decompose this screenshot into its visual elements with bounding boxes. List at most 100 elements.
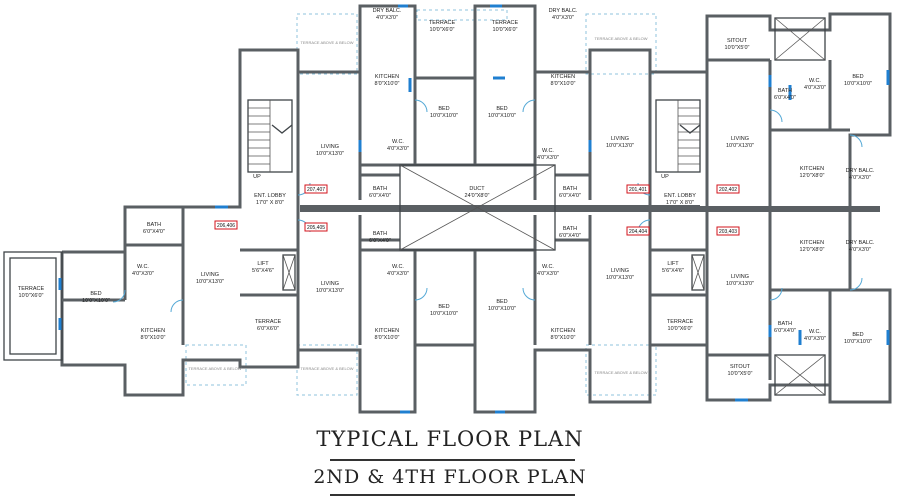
exterior-walls bbox=[3, 4, 892, 414]
room-label-kitchen-far-l: 8'0"X10'0" bbox=[141, 335, 166, 341]
room-label-ent-lobby-r: 17'0" X 8'0" bbox=[666, 200, 694, 206]
room-label-wc-br: W.C. bbox=[809, 329, 821, 335]
room-label-kitchen-b2: KITCHEN bbox=[551, 328, 575, 334]
room-label-dry-balc-tr: 4'0"X3'0" bbox=[552, 15, 574, 21]
room-label-sitout-tr: 10'0"X5'0" bbox=[725, 45, 750, 51]
room-label-wc-b1: W.C. bbox=[392, 264, 404, 270]
flat-number-box bbox=[626, 226, 650, 236]
room-label-terrace-lobby-l: 6'0"X6'0" bbox=[257, 326, 279, 332]
room-label-living-far-l: 10'0"X13'0" bbox=[196, 279, 224, 285]
room-label-duct: 24'0"X8'0" bbox=[465, 193, 490, 199]
floor-plan-drawing: DRY BALC.4'0"X3'0"TERRACE10'0"X6'0"TERRA… bbox=[3, 4, 892, 414]
room-label-kitchen-tr: 12'0"X8'0" bbox=[800, 173, 825, 179]
room-label-sitout-tr: SITOUT bbox=[727, 38, 748, 44]
room-label-kitchen-tr: KITCHEN bbox=[800, 166, 824, 172]
flat-number-text: 205,405 bbox=[307, 225, 325, 231]
flat-number-box bbox=[304, 222, 328, 232]
room-label-dry-balc-r1: 4'0"X3'0" bbox=[849, 175, 871, 181]
plan-subtitle: 2ND & 4TH FLOOR PLAN bbox=[313, 466, 587, 488]
room-label-bath-far-l: 6'0"X4'0" bbox=[143, 229, 165, 235]
room-label-wc-t1: 4'0"X3'0" bbox=[387, 146, 409, 152]
room-label-ent-lobby-l: ENT. LOBBY bbox=[254, 193, 286, 199]
room-label-kitchen-t2: KITCHEN bbox=[551, 74, 575, 80]
flat-number-text: 204,404 bbox=[629, 229, 647, 235]
room-label-lift-l: LIFT bbox=[257, 261, 269, 267]
room-label-living-br: 10'0"X13'0" bbox=[726, 281, 754, 287]
flat-number-tag: 205,405 bbox=[304, 222, 328, 232]
interior-walls bbox=[62, 50, 850, 385]
room-label-bed-br: 10'0"X10'0" bbox=[844, 339, 872, 345]
room-label-bed-b1: 10'0"X10'0" bbox=[430, 311, 458, 317]
room-label-bed-far-l: BED bbox=[90, 291, 101, 297]
room-label-duct: DUCT bbox=[469, 186, 485, 192]
room-label-living-t1: 10'0"X13'0" bbox=[316, 151, 344, 157]
room-label-terrace-t2: 10'0"X6'0" bbox=[493, 27, 518, 33]
room-label-bed-far-l: 10'0"X10'0" bbox=[82, 298, 110, 304]
room-label-living-tr: 10'0"X13'0" bbox=[726, 143, 754, 149]
room-label-bed-tr: 10'0"X10'0" bbox=[844, 81, 872, 87]
room-label-living-br: LIVING bbox=[731, 274, 749, 280]
room-label-lift-r: 5'6"X4'6" bbox=[662, 268, 684, 274]
room-label-dry-balc-tr: DRY BALC. bbox=[549, 8, 578, 14]
room-label-dry-balc-tl: DRY BALC. bbox=[373, 8, 402, 14]
room-label-bed-b2: BED bbox=[496, 299, 507, 305]
room-label-kitchen-br: 12'0"X8'0" bbox=[800, 247, 825, 253]
room-label-living-b2: 10'0"X13'0" bbox=[606, 275, 634, 281]
room-label-wc-b1: 4'0"X3'0" bbox=[387, 271, 409, 277]
flat-number-tag: 204,404 bbox=[626, 226, 650, 236]
room-label-bath-t1: 6'0"X4'0" bbox=[369, 193, 391, 199]
room-label-bath-b2: BATH bbox=[563, 226, 577, 232]
flat-number-text: 207,407 bbox=[307, 187, 325, 193]
room-label-living-b2: LIVING bbox=[611, 268, 629, 274]
room-label-kitchen-t1: KITCHEN bbox=[375, 74, 399, 80]
room-label-bath-tr: BATH bbox=[778, 88, 792, 94]
subtitle-underline bbox=[330, 494, 575, 496]
terrace-note: TERRACE ABOVE & BELOW bbox=[300, 366, 353, 371]
flat-number-tag: 203,403 bbox=[716, 226, 740, 236]
room-label-bath-tr: 6'0"X4'0" bbox=[774, 95, 796, 101]
room-label-kitchen-t2: 8'0"X10'0" bbox=[551, 81, 576, 87]
room-label-kitchen-br: KITCHEN bbox=[800, 240, 824, 246]
terrace-note: TERRACE ABOVE & BELOW bbox=[594, 36, 647, 41]
room-label-living-b1: LIVING bbox=[321, 281, 339, 287]
title-underline bbox=[330, 459, 575, 461]
room-label-wc-t2: W.C. bbox=[542, 148, 554, 154]
room-label-bed-t1: BED bbox=[438, 106, 449, 112]
room-label-bath-b1: BATH bbox=[373, 231, 387, 237]
room-label-bath-t1: BATH bbox=[373, 186, 387, 192]
flat-number-text: 203,403 bbox=[719, 229, 737, 235]
room-label-bath-far-l: BATH bbox=[147, 222, 161, 228]
room-label-kitchen-far-l: KITCHEN bbox=[141, 328, 165, 334]
terrace-notes: TERRACE ABOVE & BELOW TERRACE ABOVE & BE… bbox=[188, 36, 647, 375]
room-label-bed-br: BED bbox=[852, 332, 863, 338]
room-label-dry-balc-r1: DRY BALC. bbox=[846, 168, 875, 174]
flat-number-tag: 202,402 bbox=[716, 184, 740, 194]
room-label-up-r: UP bbox=[661, 174, 669, 180]
lift-shafts bbox=[282, 254, 705, 291]
room-label-wc-b2: W.C. bbox=[542, 264, 554, 270]
room-label-ent-lobby-r: ENT. LOBBY bbox=[664, 193, 696, 199]
room-label-bed-t1: 10'0"X10'0" bbox=[430, 113, 458, 119]
flat-number-text: 201,401 bbox=[629, 187, 647, 193]
room-label-bed-tr: BED bbox=[852, 74, 863, 80]
room-label-terrace-t1: 10'0"X6'0" bbox=[430, 27, 455, 33]
room-label-terrace-far-l: TERRACE bbox=[18, 286, 45, 292]
room-label-bath-b2: 6'0"X4'0" bbox=[559, 233, 581, 239]
room-label-wc-far-l: W.C. bbox=[137, 264, 149, 270]
room-label-dry-balc-r2: 4'0"X3'0" bbox=[849, 247, 871, 253]
room-label-lift-r: LIFT bbox=[667, 261, 679, 267]
plan-title: TYPICAL FLOOR PLAN bbox=[316, 427, 584, 451]
room-label-bed-b2: 10'0"X10'0" bbox=[488, 306, 516, 312]
flat-number-text: 202,402 bbox=[719, 187, 737, 193]
room-label-terrace-lobby-l: TERRACE bbox=[255, 319, 282, 325]
room-label-bed-b1: BED bbox=[438, 304, 449, 310]
terrace-note: TERRACE ABOVE & BELOW bbox=[300, 40, 353, 45]
room-label-terrace-far-l: 10'0"X6'0" bbox=[19, 293, 44, 299]
room-label-kitchen-b1: KITCHEN bbox=[375, 328, 399, 334]
room-label-bath-b1: 6'0"X4'0" bbox=[369, 238, 391, 244]
room-label-kitchen-b2: 8'0"X10'0" bbox=[551, 335, 576, 341]
flat-number-box bbox=[214, 220, 238, 230]
room-label-wc-tr: W.C. bbox=[809, 78, 821, 84]
room-label-kitchen-t1: 8'0"X10'0" bbox=[375, 81, 400, 87]
room-label-living-t2: 10'0"X13'0" bbox=[606, 143, 634, 149]
